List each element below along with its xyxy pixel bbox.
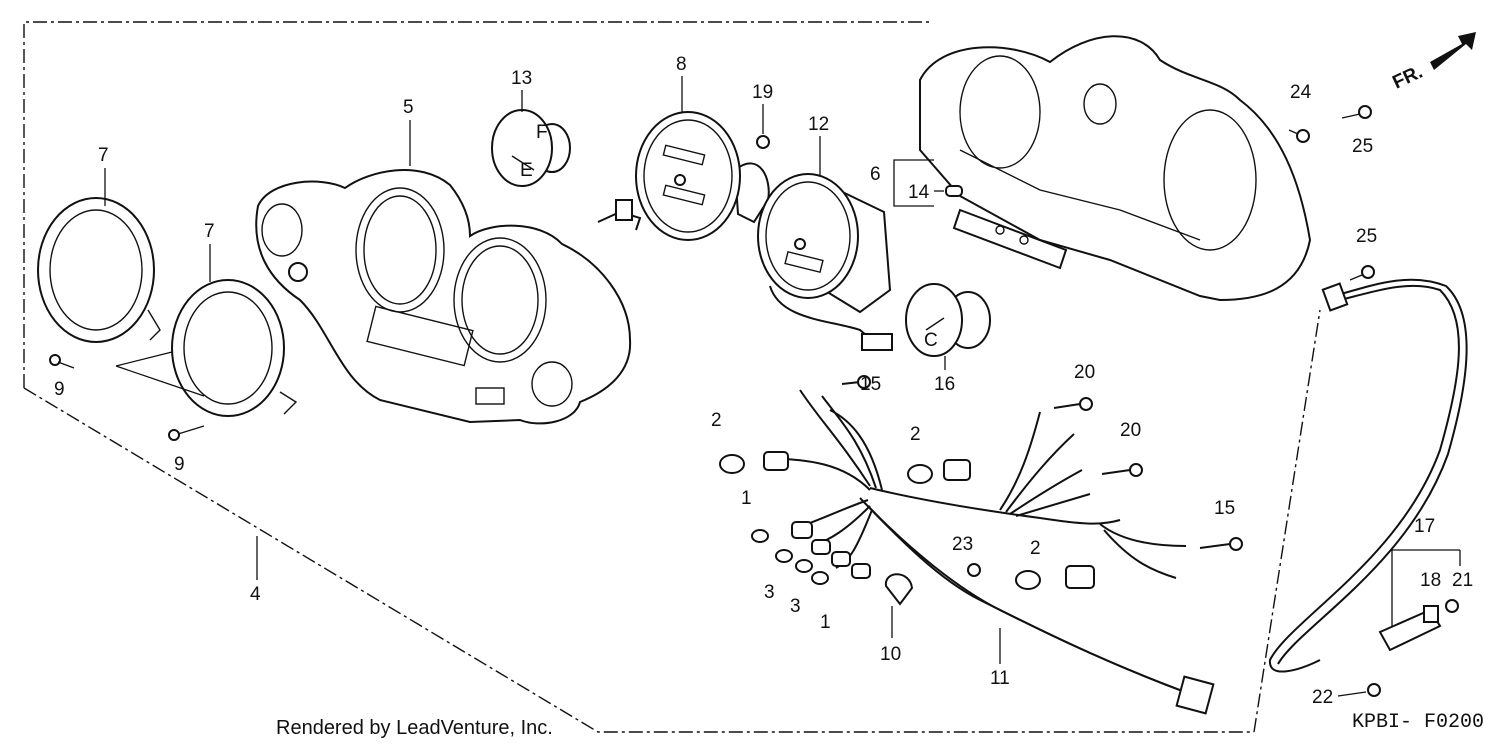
screw-15-lower <box>1199 537 1243 551</box>
callout-23: 23 <box>952 534 973 555</box>
callout-9: 9 <box>54 379 65 400</box>
callout-13: 13 <box>511 68 532 89</box>
svg-text:F: F <box>536 122 548 143</box>
ring-leader <box>115 351 205 397</box>
speedometer <box>597 111 770 241</box>
wire-harness <box>769 389 1215 715</box>
callout-7: 7 <box>204 221 215 242</box>
meter-ring-rear <box>37 197 161 343</box>
callout-2: 2 <box>711 410 722 431</box>
fr-label: FR. <box>1389 62 1426 94</box>
speedometer-cable <box>1268 278 1468 673</box>
callout-2: 2 <box>910 424 921 445</box>
part-14-cover <box>945 185 963 197</box>
screw-25-upper <box>1341 105 1372 119</box>
render-credit: Rendered by LeadVenture, Inc. <box>276 717 553 739</box>
assembly-boundary <box>23 21 1321 733</box>
indicator-panel <box>952 208 1068 270</box>
callout-6: 6 <box>870 164 881 185</box>
fuel-gauge: F E <box>491 109 571 187</box>
meter-housing <box>919 35 1312 302</box>
bulb-3-upper <box>775 539 831 563</box>
screw-25-lower <box>1349 265 1375 281</box>
callout-1: 1 <box>741 488 752 509</box>
callout-10: 10 <box>880 644 901 665</box>
callout-2: 2 <box>1030 538 1041 559</box>
screw-9-lower <box>168 425 205 441</box>
callout-5: 5 <box>403 97 414 118</box>
meter-ring-front <box>171 279 298 417</box>
callout-9: 9 <box>174 454 185 475</box>
screw-9-upper <box>49 354 75 369</box>
callout-24: 24 <box>1290 82 1312 103</box>
bulb-1-upper <box>751 521 813 543</box>
callout-3: 3 <box>790 596 801 617</box>
meter-case <box>255 169 632 425</box>
callout-16: 16 <box>934 374 955 395</box>
callout-14: 14 <box>908 182 930 203</box>
callout-25: 25 <box>1352 136 1373 157</box>
bracket-17 <box>1391 549 1461 626</box>
callout-1: 1 <box>820 612 831 633</box>
callout-15: 15 <box>860 374 881 395</box>
callout-4: 4 <box>250 584 261 605</box>
callout-3: 3 <box>764 582 775 603</box>
bulb-2-left <box>719 451 789 474</box>
harness-clamp <box>884 573 914 606</box>
callout-22: 22 <box>1312 687 1333 708</box>
callout-11: 11 <box>990 668 1010 689</box>
callout-8: 8 <box>676 54 687 75</box>
bulb-1-lower <box>811 563 871 585</box>
temperature-gauge: C <box>905 283 991 357</box>
screw-24 <box>1288 129 1310 143</box>
callout-20: 20 <box>1120 420 1141 441</box>
bulb-2-right <box>1015 565 1095 590</box>
callout-15: 15 <box>1214 498 1235 519</box>
callout-21: 21 <box>1452 570 1473 591</box>
speedometer-gearbox <box>1378 599 1459 652</box>
callout-20: 20 <box>1074 362 1095 383</box>
callout-17: 17 <box>1414 516 1435 537</box>
tachometer <box>757 173 893 351</box>
screw-22 <box>1337 683 1381 697</box>
nut-23 <box>967 563 981 577</box>
callout-7: 7 <box>98 145 109 166</box>
front-direction-arrow: FR. <box>1389 32 1476 94</box>
callout-19: 19 <box>752 82 773 103</box>
callout-18: 18 <box>1420 570 1441 591</box>
screw-20-lower <box>1101 463 1143 477</box>
bulb-2-middle <box>907 459 971 484</box>
callout-25: 25 <box>1356 226 1377 247</box>
callout-12: 12 <box>808 114 829 135</box>
screw-20-upper <box>1053 397 1093 411</box>
bulb-3-lower <box>795 551 851 573</box>
diagram-code: KPBI- F0200 <box>1352 711 1485 734</box>
svg-text:E: E <box>520 160 533 181</box>
bracket-6 <box>893 159 934 207</box>
screw-19 <box>756 104 770 149</box>
screw-15-upper <box>841 375 871 389</box>
svg-text:C: C <box>924 330 938 351</box>
